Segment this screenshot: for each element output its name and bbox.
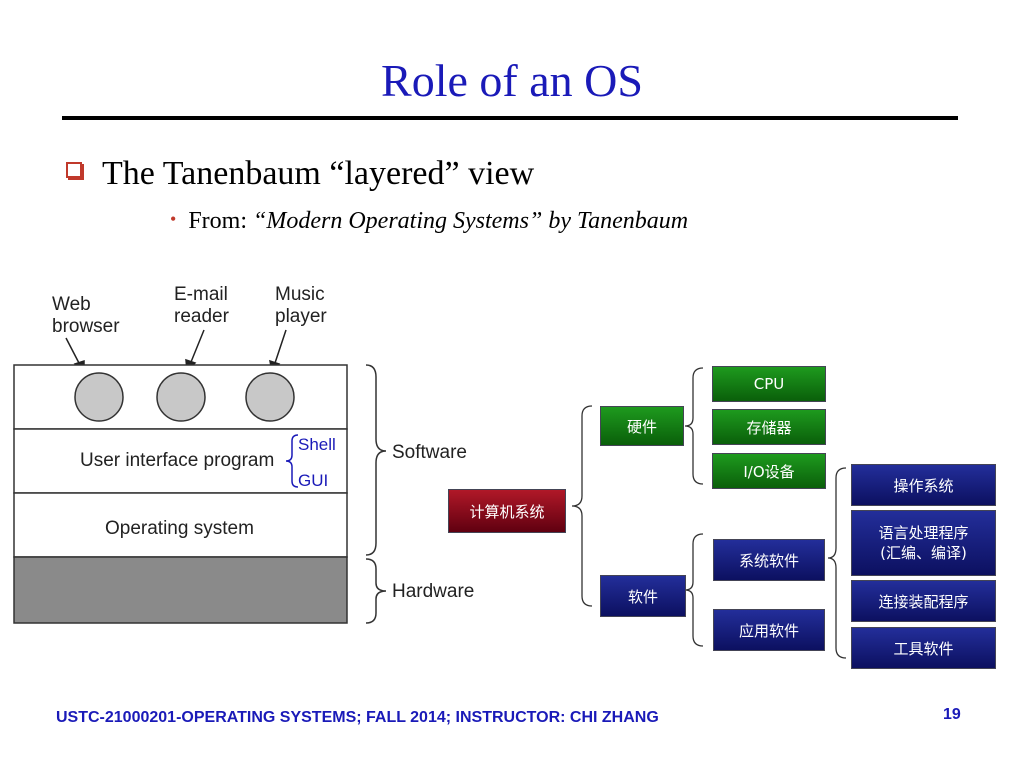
ui-program-label: User interface program — [80, 450, 274, 471]
hardware-layer — [13, 556, 348, 624]
shell-gui-brace — [285, 434, 299, 488]
bullet-level2: • From: “Modern Operating Systems” by Tan… — [170, 208, 688, 235]
tree-node-software: 软件 — [600, 575, 686, 617]
square-bullet-icon — [66, 162, 82, 178]
tree-node-operating-system: 操作系统 — [851, 464, 996, 506]
page-number: 19 — [943, 706, 961, 723]
tree-node-io: I/O设备 — [712, 453, 826, 489]
tree-root-computer-system: 计算机系统 — [448, 489, 566, 533]
operating-system-label: Operating system — [105, 518, 254, 539]
slide-footer: USTC-21000201-OPERATING SYSTEMS; FALL 20… — [56, 709, 659, 726]
tree-node-application-software: 应用软件 — [713, 609, 825, 651]
app-label-email-reader: E-mail reader — [174, 284, 233, 327]
gui-label: GUI — [298, 471, 328, 490]
tree-node-linker-loader: 连接装配程序 — [851, 580, 996, 622]
tree-node-language-processor: 语言处理程序 (汇编、编译) — [851, 510, 996, 576]
app-circle-web — [74, 372, 124, 422]
app-label-web-browser: Web browser — [52, 294, 120, 337]
dot-bullet-icon: • — [170, 209, 177, 229]
hardware-brace — [365, 558, 387, 624]
bullet-level2-prefix: From: — [188, 208, 253, 234]
layer-diagram: Web browser E-mail reader Music player U… — [13, 284, 474, 624]
app-circle-email — [156, 372, 206, 422]
hardware-label: Hardware — [392, 581, 474, 602]
tree-node-tool-software: 工具软件 — [851, 627, 996, 669]
shell-label: Shell — [298, 435, 336, 454]
tree-node-system-software: 系统软件 — [713, 539, 825, 581]
slide-title: Role of an OS — [381, 55, 643, 106]
tree-node-hardware: 硬件 — [600, 406, 684, 446]
bullet-level1: The Tanenbaum “layered” view — [66, 155, 534, 193]
bullet-level1-text: The Tanenbaum “layered” view — [102, 155, 535, 192]
app-circle-music — [245, 372, 295, 422]
app-label-music-player: Music player — [275, 284, 330, 327]
bullet-level2-citation: “Modern Operating Systems” by Tanenbaum — [253, 208, 689, 234]
title-underline — [62, 116, 958, 120]
tree-node-cpu: CPU — [712, 366, 826, 402]
software-label: Software — [392, 442, 467, 463]
software-brace — [365, 364, 387, 556]
operating-system-layer — [13, 492, 348, 558]
tree-node-memory: 存储器 — [712, 409, 826, 445]
